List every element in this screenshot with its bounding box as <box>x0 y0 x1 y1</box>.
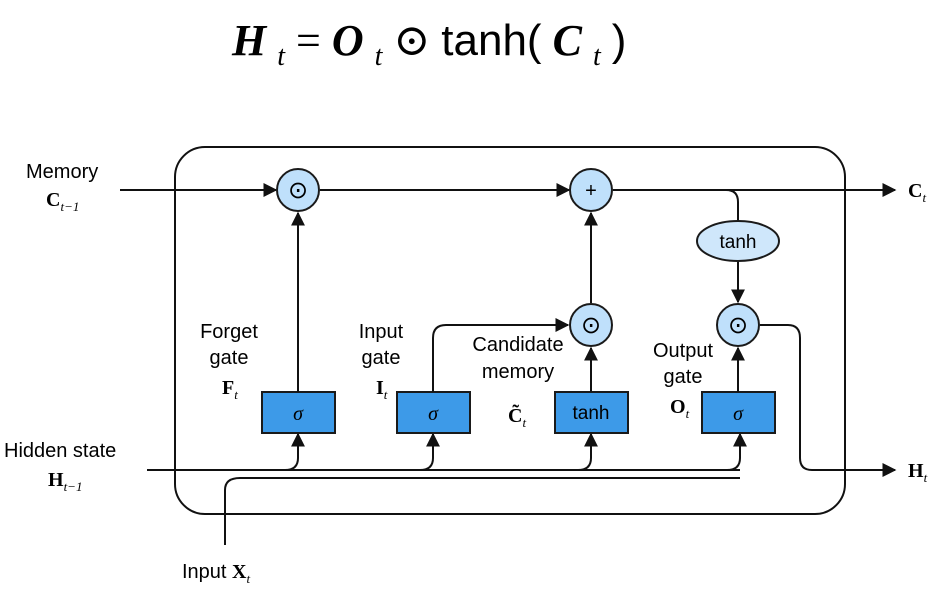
feed-input <box>419 432 440 471</box>
eq-o: O <box>332 16 364 65</box>
c-out-sub: t <box>922 190 926 205</box>
forget-gate-box <box>261 391 336 434</box>
input-gate-line1: Input <box>359 321 404 343</box>
c-out-sym: C <box>908 180 922 202</box>
forget-mult-node: ⊙ <box>276 168 320 212</box>
candidate-box <box>554 391 629 434</box>
forget-mult-symbol: ⊙ <box>288 177 308 204</box>
feed-forget <box>284 432 305 471</box>
memory-sym: C <box>46 189 60 211</box>
memory-symbol: Ct−1 <box>46 189 79 214</box>
output-gate-box <box>701 391 776 434</box>
candidate-mult-symbol: ⊙ <box>581 312 601 339</box>
memory-label: Memory <box>26 161 98 183</box>
plus-symbol: + <box>585 180 597 202</box>
input-gate-box <box>396 391 471 434</box>
forget-sub: t <box>234 387 238 402</box>
hidden-label: Hidden state <box>4 440 116 462</box>
input-gate-sym: I <box>376 377 384 399</box>
input-to-mult <box>432 318 570 392</box>
c-out-symbol: Ct <box>908 180 926 205</box>
candidate-symbol: C̃t <box>508 404 526 430</box>
output-gate-sub: t <box>686 406 690 421</box>
eq-equals: = <box>296 16 332 65</box>
output-gate-symbol: Ot <box>670 396 690 421</box>
input-sub: t <box>247 571 251 586</box>
input-sym: X <box>232 561 247 583</box>
output-mult-symbol: ⊙ <box>728 312 748 339</box>
eq-o-sub: t <box>375 41 384 72</box>
h-out-symbol: Ht <box>908 460 928 485</box>
eq-op: ⊙ <box>393 16 441 65</box>
eq-c-sub: t <box>593 41 602 72</box>
forget-gate-symbol: Ft <box>222 377 238 402</box>
input-gate-symbol: It <box>376 377 388 402</box>
hidden-symbol: Ht−1 <box>48 469 82 494</box>
mem-to-tanh <box>725 189 739 221</box>
candidate-mult-node: ⊙ <box>569 303 613 347</box>
hidden-sub: t−1 <box>64 479 83 494</box>
tanh-node-label: tanh <box>720 232 757 253</box>
input-gate-sigma: σ <box>428 403 439 425</box>
forget-gate-line1: Forget <box>200 321 258 343</box>
out-mult-to-h <box>760 324 897 477</box>
input-word: Input <box>182 561 232 583</box>
input-x-label: Input Xt <box>182 561 251 586</box>
forget-gate-line2: gate <box>210 347 249 369</box>
plus-node: + <box>569 168 613 212</box>
output-gate-sigma: σ <box>733 403 744 425</box>
hidden-sym: H <box>48 469 64 491</box>
eq-h-sub: t <box>277 41 286 72</box>
feed-output <box>726 432 747 471</box>
tanh-node: tanh <box>696 220 780 262</box>
h-out-sub: t <box>924 470 928 485</box>
h-out-sym: H <box>908 460 924 482</box>
candidate-sym: C̃ <box>508 404 522 427</box>
output-gate-line2: gate <box>664 366 703 388</box>
eq-fn: tanh( <box>441 16 542 65</box>
feed-candidate <box>577 432 598 471</box>
input-gate-line2: gate <box>362 347 401 369</box>
output-mult-node: ⊙ <box>716 303 760 347</box>
candidate-sub: t <box>522 415 526 430</box>
cell-box <box>174 146 846 515</box>
candidate-line1: Candidate <box>472 334 563 356</box>
output-gate-line1: Output <box>653 340 713 362</box>
candidate-line2: memory <box>482 361 554 383</box>
input-line <box>224 477 740 545</box>
eq-c: C <box>553 16 583 65</box>
output-gate-sym: O <box>670 396 686 418</box>
eq-close: ) <box>612 16 627 65</box>
memory-sub: t−1 <box>60 199 79 214</box>
input-gate-sub: t <box>384 387 388 402</box>
equation: H t = O t ⊙ tanh( C t ) <box>231 16 626 75</box>
eq-h: H <box>231 16 268 65</box>
candidate-box-tanh: tanh <box>573 403 610 424</box>
forget-sym: F <box>222 377 234 399</box>
forget-gate-sigma: σ <box>293 403 304 425</box>
